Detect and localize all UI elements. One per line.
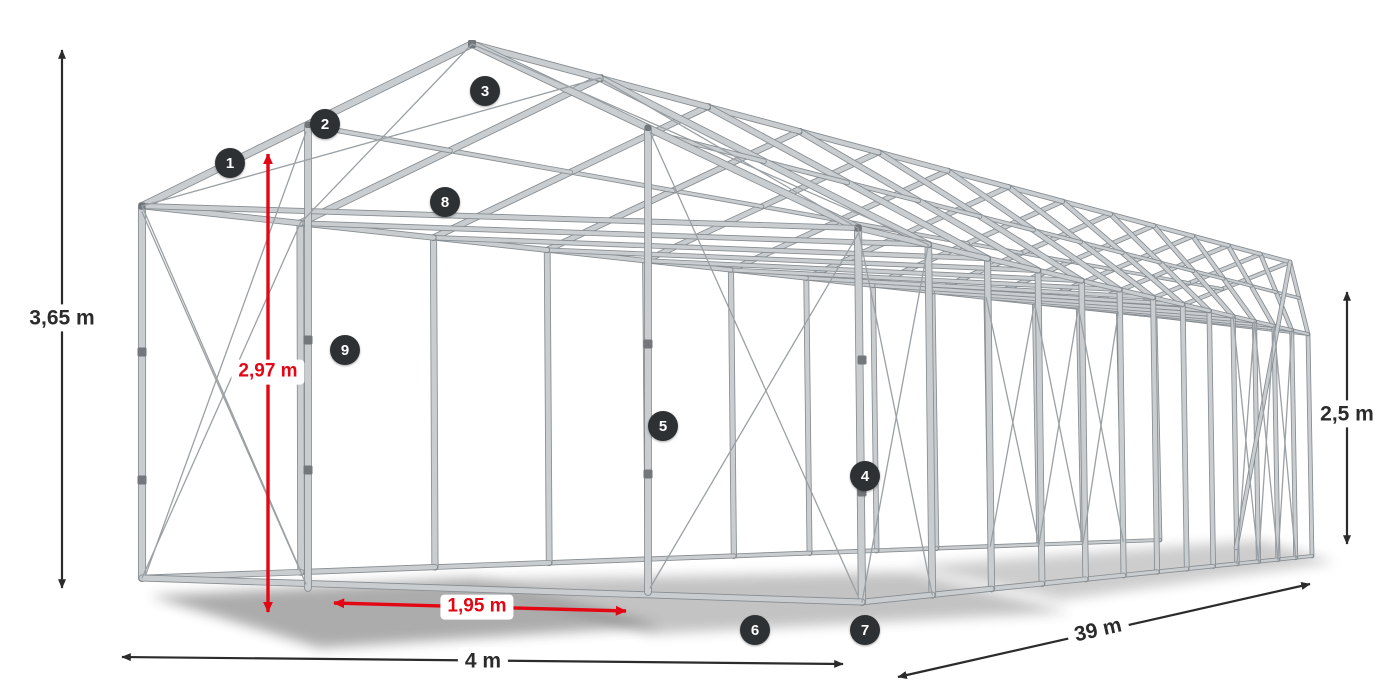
callout-8: 8: [430, 187, 460, 217]
dimension-label-side-height: 2,5 m: [1313, 400, 1381, 428]
dimension-label-total-height: 3,65 m: [22, 304, 102, 332]
callout-3: 3: [470, 76, 500, 106]
callout-9: 9: [330, 335, 360, 365]
callout-2: 2: [310, 109, 340, 139]
callout-4: 4: [850, 461, 880, 491]
callout-6: 6: [740, 615, 770, 645]
steel-frame: [137, 40, 1315, 607]
callout-1: 1: [215, 148, 245, 178]
callout-7: 7: [850, 615, 880, 645]
dimension-label-entrance-width: 1,95 m: [440, 594, 514, 620]
callout-5: 5: [648, 411, 678, 441]
dimension-label-inner-height: 2,97 m: [231, 359, 305, 385]
dimension-label-width: 4 m: [457, 647, 509, 675]
